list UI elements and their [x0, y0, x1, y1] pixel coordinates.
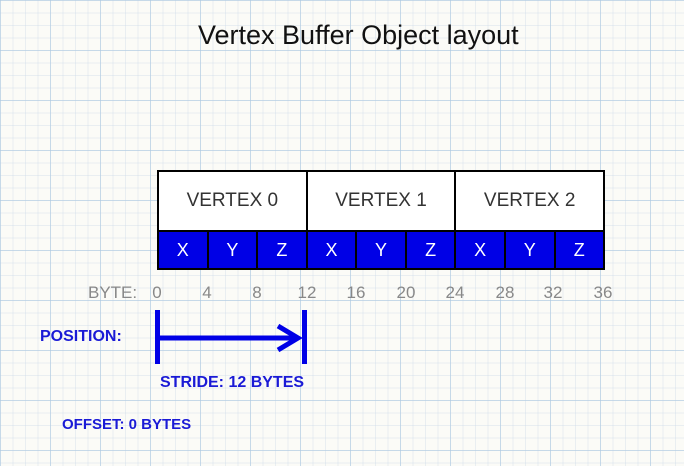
component-cell: X [454, 232, 504, 268]
stride-label: STRIDE: 12 BYTES [160, 374, 305, 391]
byte-tick: 16 [346, 283, 366, 302]
byte-tick: 24 [445, 283, 465, 302]
byte-tick: 4 [202, 283, 212, 302]
component-cell: Y [503, 232, 554, 268]
component-cell: X [305, 232, 356, 268]
component-cell: X [159, 232, 207, 268]
vertex-cell: VERTEX 1 [305, 172, 455, 230]
arrow-head-icon [276, 323, 303, 353]
byte-tick: 12 [297, 283, 317, 302]
byte-tick: 20 [396, 283, 416, 302]
vertex-cell: VERTEX 0 [186, 190, 279, 211]
vertex-row: VERTEX 0 VERTEX 1 VERTEX 2 [157, 170, 605, 232]
stride-end-bar [302, 310, 307, 364]
byte-tick: 32 [543, 283, 563, 302]
byte-tick: 0 [152, 283, 162, 302]
component-cell: Y [355, 232, 405, 268]
offset-label: OFFSET: 0 BYTES [62, 416, 192, 433]
byte-tick: 8 [252, 283, 262, 302]
component-cell: Y [206, 232, 257, 268]
component-cell: Z [256, 232, 306, 268]
byte-axis-label: BYTE: [88, 283, 138, 302]
byte-tick: 28 [495, 283, 515, 302]
diagram-title: Vertex Buffer Object layout [198, 20, 519, 50]
stride-start-bar [155, 310, 160, 364]
position-attribute-label: POSITION: [40, 328, 122, 345]
component-cell: Z [404, 232, 455, 268]
vertex-cell: VERTEX 2 [454, 172, 603, 230]
stride-arrow [155, 310, 307, 364]
component-row: X Y Z X Y Z X Y Z [157, 232, 605, 270]
component-cell: Z [553, 232, 604, 268]
byte-tick: 36 [593, 283, 613, 302]
